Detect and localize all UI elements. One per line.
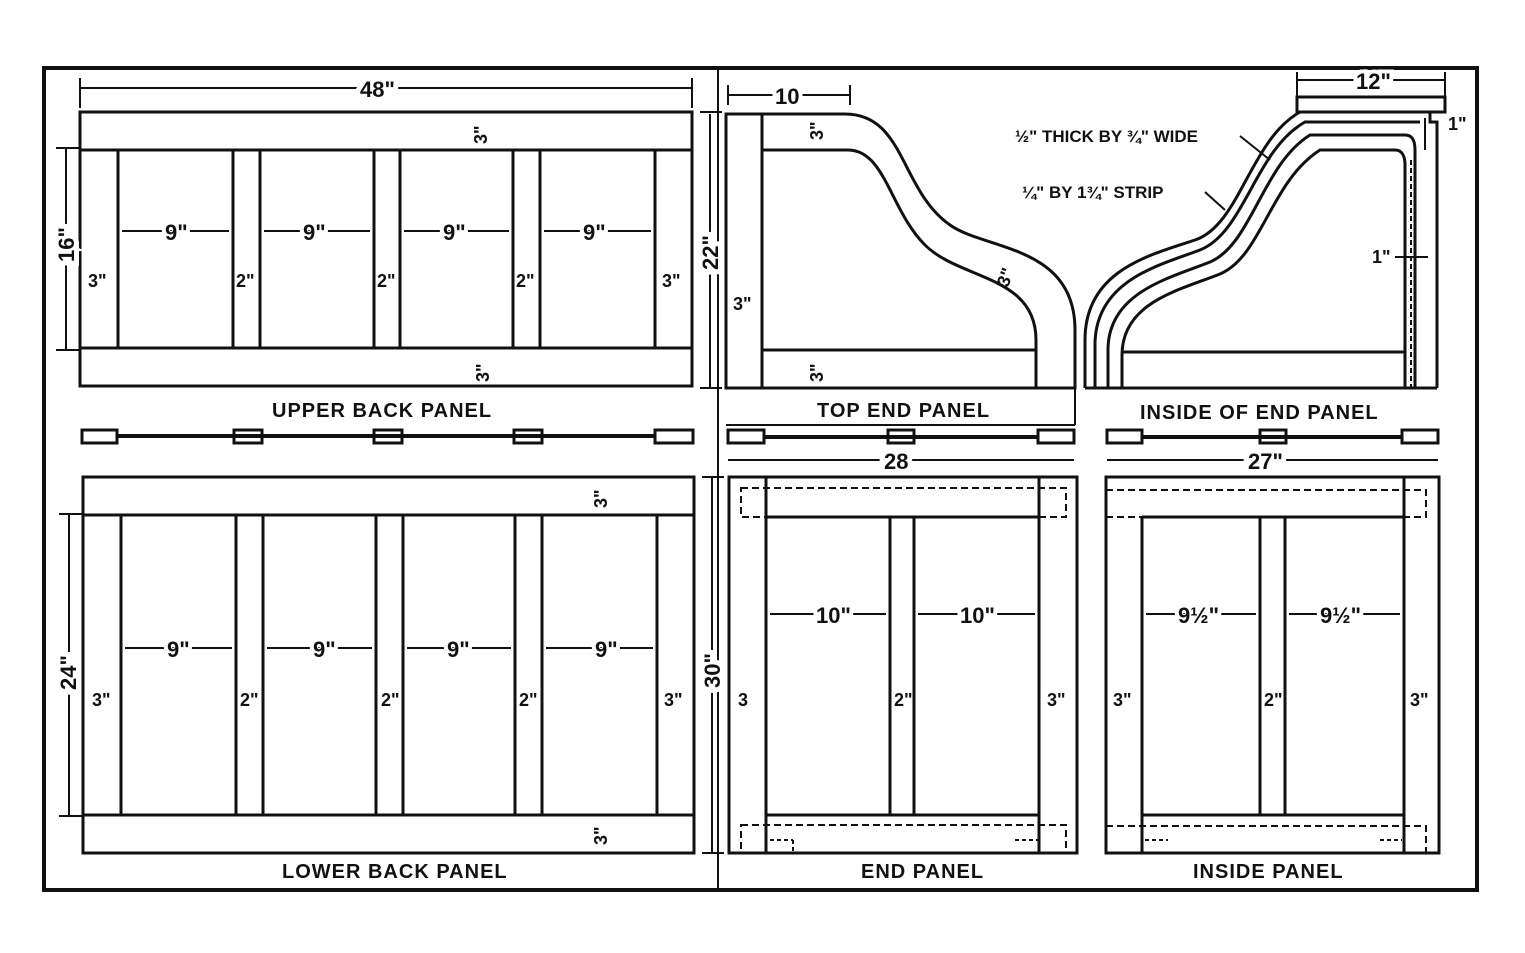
dim-24: 24" (56, 655, 81, 690)
dim-9-lower-1: 9" (167, 637, 190, 662)
dim-10-end-2: 10" (960, 603, 995, 628)
dim-2-upper-2: 2" (377, 271, 396, 291)
dim-3-end-right: 3" (1047, 690, 1066, 710)
outer-border (42, 66, 1479, 892)
dim-3-inside-right: 3" (1410, 690, 1429, 710)
caption-upper-back: UPPER BACK PANEL (272, 400, 492, 422)
dim-3-end-left: 3 (738, 690, 748, 710)
dim-3-top-end-curve: 3" (993, 265, 1018, 289)
dim-3-left-upper: 3" (88, 271, 107, 291)
dim-3-right-upper: 3" (662, 271, 681, 291)
dim-2-inside-mid: 2" (1264, 690, 1283, 710)
dim-10-end-1: 10" (816, 603, 851, 628)
dim-9-upper-1: 9" (165, 220, 188, 245)
dim-3-top-upper: 3" (471, 125, 491, 144)
note-thick-by-wide: ½" THICK BY ¾" WIDE (1015, 127, 1198, 146)
dim-48: 48" (360, 77, 395, 102)
dim-2-lower-2: 2" (381, 690, 400, 710)
upper-back-panel (78, 110, 694, 388)
top-end-panel (724, 112, 1077, 390)
dim-9-half-2: 9½" (1320, 603, 1361, 628)
dim-3-top-end-side: 3" (733, 294, 752, 314)
dim-12: 12" (1356, 69, 1391, 94)
dim-10-top: 10 (775, 84, 799, 109)
dim-2-lower-3: 2" (519, 690, 538, 710)
dim-3-lower-right: 3" (664, 690, 683, 710)
dim-28: 28 (884, 449, 908, 474)
note-strip: ¼" BY 1¾" STRIP (1022, 183, 1163, 202)
dim-1-top-right: 1" (1448, 114, 1467, 134)
caption-inside: INSIDE PANEL (1193, 861, 1344, 883)
dim-3-bottom-upper: 3" (473, 363, 493, 382)
caption-end: END PANEL (861, 861, 984, 883)
end-panel (727, 475, 1079, 855)
dim-9-upper-2: 9" (303, 220, 326, 245)
dim-3-top-end-bottom: 3" (807, 363, 827, 382)
dim-27: 27" (1248, 449, 1283, 474)
dim-16: 16" (54, 227, 79, 262)
caption-top-end: TOP END PANEL (817, 400, 990, 422)
inside-of-end-panel (1083, 95, 1447, 390)
dim-9-half-1: 9½" (1178, 603, 1219, 628)
dim-9-lower-2: 9" (313, 637, 336, 662)
dim-3-lower-bottom: 3" (591, 826, 611, 845)
dim-9-upper-3: 9" (443, 220, 466, 245)
rail-sections (80, 428, 1440, 445)
dim-2-lower-1: 2" (240, 690, 259, 710)
dim-9-lower-4: 9" (595, 637, 618, 662)
dim-3-inside-left: 3" (1113, 690, 1132, 710)
dim-2-upper-3: 2" (516, 271, 535, 291)
dim-1-side: 1" (1372, 247, 1391, 267)
lower-back-panel (81, 475, 696, 855)
dim-3-top-end-a: 3" (807, 121, 827, 140)
inside-panel (1104, 475, 1441, 855)
dim-9-upper-4: 9" (583, 220, 606, 245)
dim-3-lower-top: 3" (591, 489, 611, 508)
dim-30: 30" (700, 653, 725, 688)
dim-9-lower-3: 9" (447, 637, 470, 662)
dim-2-upper-1: 2" (236, 271, 255, 291)
caption-lower-back: LOWER BACK PANEL (282, 861, 508, 883)
dim-2-end-mid: 2" (894, 690, 913, 710)
caption-inside-of-end: INSIDE OF END PANEL (1140, 402, 1379, 424)
dim-3-lower-left: 3" (92, 690, 111, 710)
dim-22: 22" (698, 235, 723, 270)
